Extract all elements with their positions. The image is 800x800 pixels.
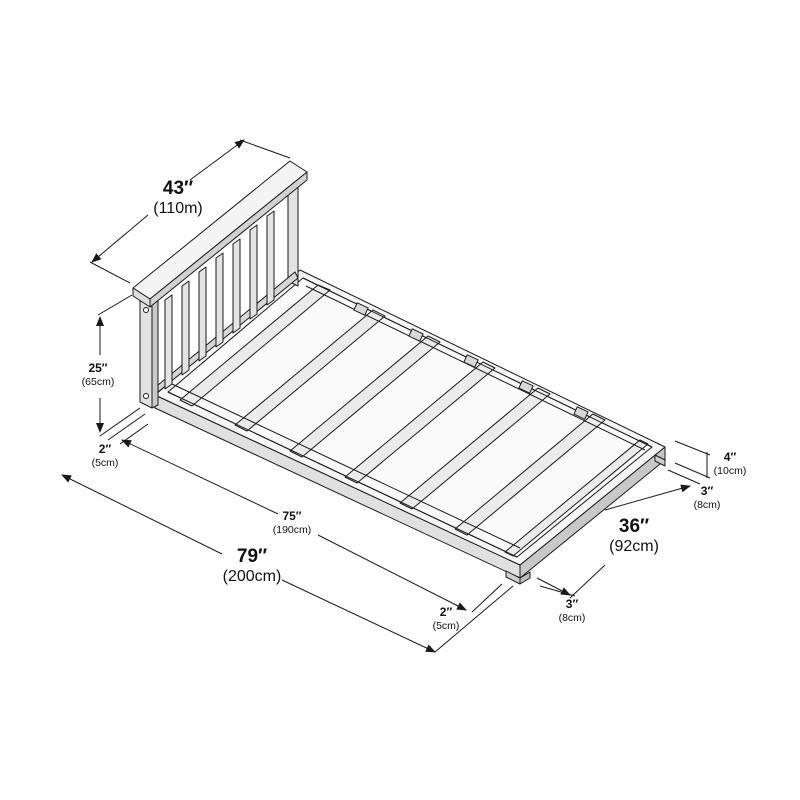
label-post-depth: 2″ (5cm) bbox=[91, 442, 119, 469]
label-inner-length: 75″ (190cm) bbox=[272, 509, 312, 536]
label-overall-width: 36″ (92cm) bbox=[609, 516, 659, 555]
label-headboard-width: 43″ (110m) bbox=[153, 178, 203, 217]
label-frame-height: 4″ (10cm) bbox=[713, 450, 747, 477]
label-foot-offset: 2″ (5cm) bbox=[432, 605, 460, 632]
dim-headboard-width bbox=[91, 214, 149, 263]
label-foot-width: 3″ (8cm) bbox=[558, 597, 586, 624]
label-side-foot-width: 3″ (8cm) bbox=[693, 484, 721, 511]
label-headboard-height: 25″ (65cm) bbox=[81, 361, 115, 388]
label-overall-length: 79″ (200cm) bbox=[222, 546, 282, 585]
foot-side bbox=[654, 454, 666, 467]
